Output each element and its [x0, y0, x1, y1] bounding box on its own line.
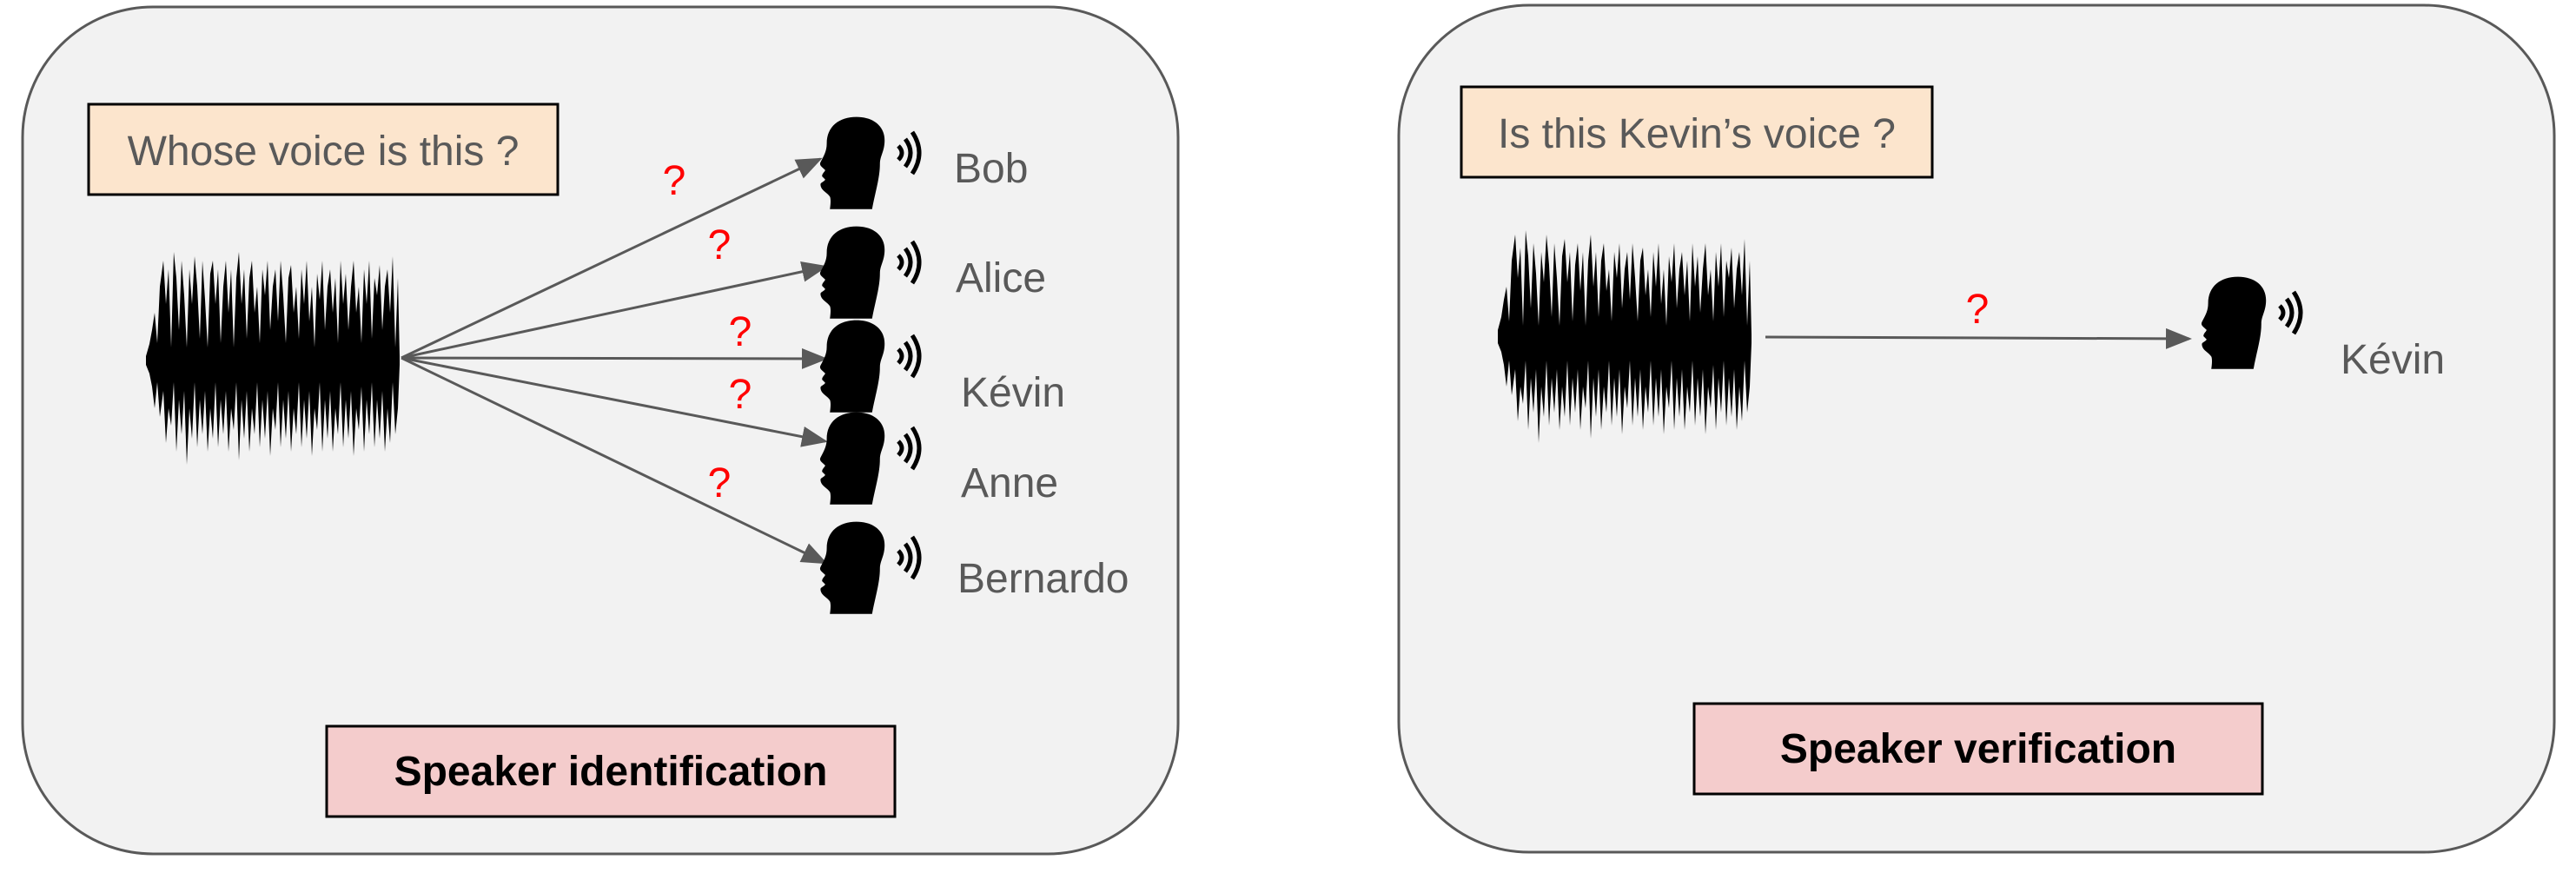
identification-title-box: [325, 724, 897, 818]
speaker-name-bernardo: Bernardo: [957, 556, 1129, 602]
speaker-name-bob: Bob: [954, 146, 1028, 192]
verification-panel-frame: [1397, 3, 2556, 854]
arrow-to-bernardo: [401, 356, 828, 565]
identification-arrows: [401, 157, 828, 565]
verification-question-box: [1460, 85, 1934, 179]
question-mark: ?: [663, 158, 686, 204]
identification-question-box: [87, 103, 560, 196]
speaker-name-alice: Alice: [956, 255, 1046, 301]
speaker-name-kevin: Kévin: [961, 370, 1065, 416]
question-mark: ?: [1966, 287, 1990, 333]
verification-title-box: [1692, 702, 2264, 796]
arrow-to-kevin: [401, 347, 828, 369]
arrow-to-kevin: [1765, 327, 2192, 349]
question-mark: ?: [729, 309, 752, 355]
identification-panel-frame: [21, 5, 1180, 856]
question-mark: ?: [729, 372, 752, 418]
speaker-name-anne: Anne: [961, 460, 1058, 506]
speaker-name-kevin: Kévin: [2341, 337, 2445, 383]
verification-panel: Is this Kevin’s voice ? ? Kévin Speaker …: [1397, 3, 2556, 854]
verification-title: Speaker verification: [1780, 726, 2176, 772]
question-mark: ?: [708, 222, 732, 268]
identification-waveform-icon: [146, 252, 400, 465]
arrow-to-anne: [401, 356, 828, 447]
identification-panel: Whose voice is this ? ? ? ? ? ? Bob Alic…: [21, 5, 1180, 856]
identification-question: Whose voice is this ?: [128, 129, 520, 175]
arrow-to-alice: [401, 261, 828, 360]
verification-question: Is this Kevin’s voice ?: [1498, 111, 1896, 157]
question-mark: ?: [708, 460, 732, 506]
verification-waveform-icon: [1498, 230, 1752, 443]
identification-title: Speaker identification: [394, 749, 828, 795]
arrow-to-bob: [401, 157, 823, 360]
